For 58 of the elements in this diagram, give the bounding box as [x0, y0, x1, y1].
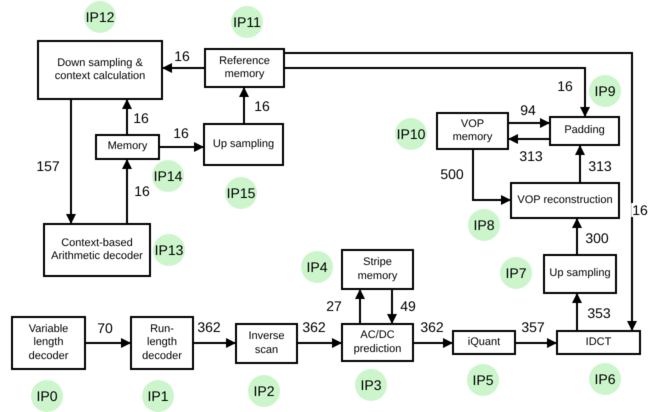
arrow: [572, 218, 582, 254]
process-box: VOP reconstruction: [510, 182, 620, 219]
edge-label: 357: [520, 320, 546, 334]
edge-label: 16: [172, 126, 190, 140]
edge-label: 94: [519, 103, 537, 117]
process-box: Padding: [549, 116, 620, 146]
arrow: [575, 145, 585, 182]
process-box: Stripe memory: [341, 249, 414, 290]
arrow: [122, 99, 132, 134]
arrow: [239, 87, 249, 123]
edge-label: 16: [132, 111, 150, 125]
edge-label: 157: [35, 159, 61, 173]
process-box: Memory: [95, 134, 160, 160]
arrow: [508, 134, 549, 144]
edge-label: 16: [133, 184, 151, 198]
arrow: [509, 118, 550, 128]
edge-label: 300: [584, 231, 610, 245]
edge-label: 362: [301, 320, 327, 334]
arrow: [298, 338, 342, 348]
edge-label: 16: [631, 203, 648, 217]
arrow: [355, 289, 365, 323]
edge-label: 70: [96, 321, 114, 335]
edge-label: 16: [556, 79, 574, 93]
process-box: Up sampling: [543, 254, 617, 294]
arrow: [516, 338, 557, 348]
process-box: Reference memory: [204, 48, 285, 88]
edge-label: 27: [325, 299, 343, 313]
arrow: [285, 67, 590, 117]
process-box: Run-length decoder: [130, 316, 194, 370]
process-box: iQuant: [452, 330, 516, 355]
edge-label: 313: [587, 159, 613, 173]
arrow: [162, 63, 204, 73]
edge-label: 313: [518, 149, 544, 163]
edge-label: 362: [419, 320, 445, 334]
arrow: [285, 52, 637, 331]
edge-label: 16: [253, 99, 271, 113]
arrow: [387, 290, 397, 324]
process-box: IDCT: [556, 330, 641, 355]
arrow: [122, 159, 132, 223]
process-box: Inverse scan: [235, 323, 298, 364]
arrow: [414, 338, 453, 348]
process-box: Context-based Arithmetic decoder: [43, 223, 151, 277]
process-box: Variable length decoder: [11, 316, 86, 370]
process-box: Down sampling & context calculation: [37, 40, 163, 100]
arrow: [472, 150, 511, 205]
edge-label: 500: [439, 167, 465, 181]
arrow: [572, 293, 582, 330]
process-box: VOP memory: [436, 112, 509, 150]
edge-label: 362: [196, 320, 222, 334]
edge-label: 353: [586, 306, 612, 320]
process-box: Up sampling: [203, 123, 284, 166]
edge-label: 16: [173, 49, 191, 63]
arrow: [160, 142, 204, 152]
edge-label: 49: [399, 299, 417, 313]
arrow: [66, 100, 76, 224]
arrow: [86, 338, 131, 348]
arrow: [194, 338, 236, 348]
process-box: AC/DC prediction: [341, 323, 414, 362]
